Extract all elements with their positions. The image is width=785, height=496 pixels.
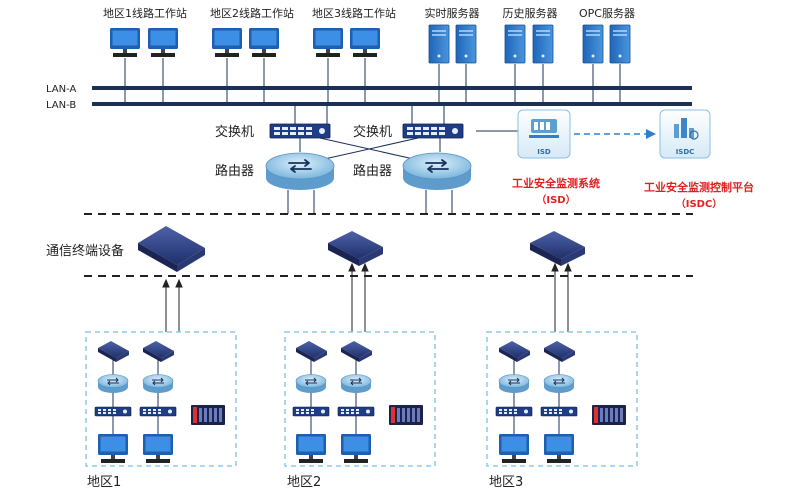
realtime-server-a-icon	[428, 24, 450, 64]
region-2-label: 地区2	[287, 475, 321, 490]
region-3-network	[495, 341, 626, 463]
isd-icon-label: ISD	[537, 148, 551, 156]
core-switch-1-icon	[269, 123, 331, 139]
region-3-label: 地区3	[489, 475, 523, 490]
region-1-box	[85, 331, 237, 467]
core-router-2-icon	[402, 152, 472, 190]
label-history-server: 历史服务器	[503, 7, 558, 20]
label-region2-workstation: 地区2线路工作站	[210, 6, 294, 20]
switch-1-label: 交换机	[215, 124, 254, 140]
opc-server-b-icon	[609, 24, 631, 64]
isdc-platform-icon: ISDC	[659, 109, 711, 159]
comm-terminal-2-icon	[328, 231, 383, 266]
history-server-b-icon	[532, 24, 554, 64]
comm-terminal-3-icon	[530, 231, 585, 266]
opc-server-a-icon	[582, 24, 604, 64]
label-region3-workstation: 地区3线路工作站	[312, 6, 396, 20]
core-router-1-icon	[265, 152, 335, 190]
isdc-name: 工业安全监测控制平台	[644, 180, 754, 194]
region-1-network	[94, 341, 225, 463]
workstation-3a-icon	[313, 28, 343, 57]
workstation-2b-icon	[249, 28, 279, 57]
isdc-icon-label: ISDC	[676, 148, 695, 156]
lan-b-label: LAN-B	[46, 100, 76, 111]
realtime-server-b-icon	[455, 24, 477, 64]
lan-a-label: LAN-A	[46, 84, 77, 95]
isd-name: 工业安全监测系统	[512, 176, 600, 190]
region-1-label: 地区1	[87, 475, 121, 490]
label-region1-workstation: 地区1线路工作站	[103, 6, 187, 20]
region-2-box	[284, 331, 436, 467]
top-drop-lines	[124, 58, 621, 103]
workstation-3b-icon	[350, 28, 380, 57]
router-2-label: 路由器	[353, 163, 392, 179]
history-server-a-icon	[504, 24, 526, 64]
uplink-lines	[162, 262, 572, 332]
region-3-box	[486, 331, 638, 467]
isdc-abbr: （ISDC）	[676, 197, 723, 210]
label-opc-server: OPC服务器	[579, 7, 635, 20]
label-realtime-server: 实时服务器	[425, 6, 480, 20]
core-switch-2-icon	[402, 123, 464, 139]
comm-terminal-label: 通信终端设备	[46, 243, 124, 259]
router-1-label: 路由器	[215, 163, 254, 179]
workstation-2a-icon	[212, 28, 242, 57]
isd-device-icon: ISD	[517, 109, 571, 159]
isd-abbr: （ISD）	[536, 193, 575, 206]
switch-2-label: 交换机	[353, 124, 392, 140]
workstation-1a-icon	[110, 28, 140, 57]
region-2-network	[292, 341, 423, 463]
comm-terminal-1-icon	[138, 226, 205, 272]
isd-to-isdc-arrowhead	[646, 129, 656, 139]
core-links	[287, 104, 518, 214]
workstation-1b-icon	[148, 28, 178, 57]
